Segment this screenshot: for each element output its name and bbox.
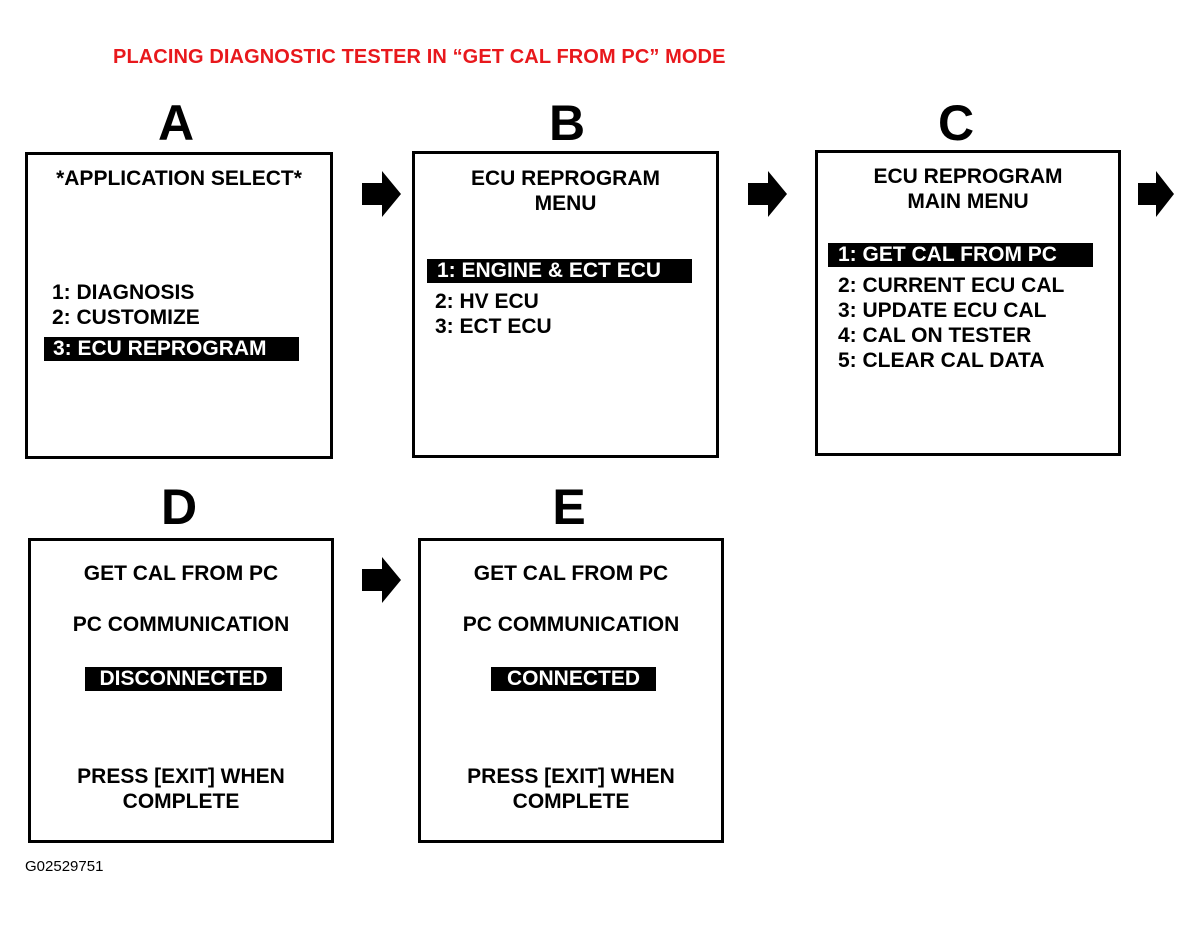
- figure-id: G02529751: [25, 858, 104, 875]
- menu-item-diagnosis: 1: DIAGNOSIS: [52, 281, 195, 304]
- menu-item-hv-ecu: 2: HV ECU: [435, 290, 539, 313]
- panel-letter-a: A: [157, 95, 195, 151]
- panel-letter-c: C: [937, 95, 975, 151]
- screen-ecu-reprogram-menu: ECU REPROGRAM MENU 1: ENGINE & ECT ECU 2…: [412, 151, 719, 458]
- right-arrow-icon: [362, 557, 401, 603]
- screen-get-cal-connected: GET CAL FROM PC PC COMMUNICATION CONNECT…: [418, 538, 724, 843]
- panel-letter-e: E: [552, 479, 586, 535]
- menu-item-cal-on-tester: 4: CAL ON TESTER: [838, 324, 1032, 347]
- menu-item-current-ecu-cal: 2: CURRENT ECU CAL: [838, 274, 1065, 297]
- menu-item-engine-ect-ecu-selected: 1: ENGINE & ECT ECU: [427, 259, 692, 283]
- screen-header-line1: ECU REPROGRAM: [873, 165, 1063, 188]
- screen-get-cal-disconnected: GET CAL FROM PC PC COMMUNICATION DISCONN…: [28, 538, 334, 843]
- menu-item-update-ecu-cal: 3: UPDATE ECU CAL: [838, 299, 1047, 322]
- menu-item-customize: 2: CUSTOMIZE: [52, 306, 200, 329]
- menu-item-ecu-reprogram-selected: 3: ECU REPROGRAM: [44, 337, 299, 361]
- screen-header: GET CAL FROM PC: [473, 562, 669, 585]
- menu-item-get-cal-from-pc-selected: 1: GET CAL FROM PC: [828, 243, 1093, 267]
- pc-communication-label: PC COMMUNICATION: [462, 613, 680, 636]
- screen-header: *APPLICATION SELECT*: [56, 167, 302, 190]
- exit-instruction-line1: PRESS [EXIT] WHEN: [77, 765, 285, 788]
- screen-header-line1: ECU REPROGRAM: [470, 167, 660, 190]
- screen-header-line2: MAIN MENU: [907, 190, 1029, 213]
- panel-letter-d: D: [160, 479, 198, 535]
- screen-ecu-reprogram-main-menu: ECU REPROGRAM MAIN MENU 1: GET CAL FROM …: [815, 150, 1121, 456]
- screen-header: GET CAL FROM PC: [83, 562, 279, 585]
- diagram-title: PLACING DIAGNOSTIC TESTER IN “GET CAL FR…: [113, 46, 726, 68]
- right-arrow-icon: [362, 171, 401, 217]
- status-badge-connected: CONNECTED: [491, 667, 656, 691]
- menu-item-clear-cal-data: 5: CLEAR CAL DATA: [838, 349, 1045, 372]
- exit-instruction-line2: COMPLETE: [512, 790, 630, 813]
- menu-item-ect-ecu: 3: ECT ECU: [435, 315, 552, 338]
- pc-communication-label: PC COMMUNICATION: [72, 613, 290, 636]
- panel-letter-b: B: [548, 95, 586, 151]
- status-badge-disconnected: DISCONNECTED: [85, 667, 282, 691]
- exit-instruction-line1: PRESS [EXIT] WHEN: [467, 765, 675, 788]
- exit-instruction-line2: COMPLETE: [122, 790, 240, 813]
- screen-header-line2: MENU: [534, 192, 597, 215]
- screen-application-select: *APPLICATION SELECT* 1: DIAGNOSIS 2: CUS…: [25, 152, 333, 459]
- right-arrow-icon: [748, 171, 787, 217]
- right-arrow-icon: [1138, 171, 1174, 217]
